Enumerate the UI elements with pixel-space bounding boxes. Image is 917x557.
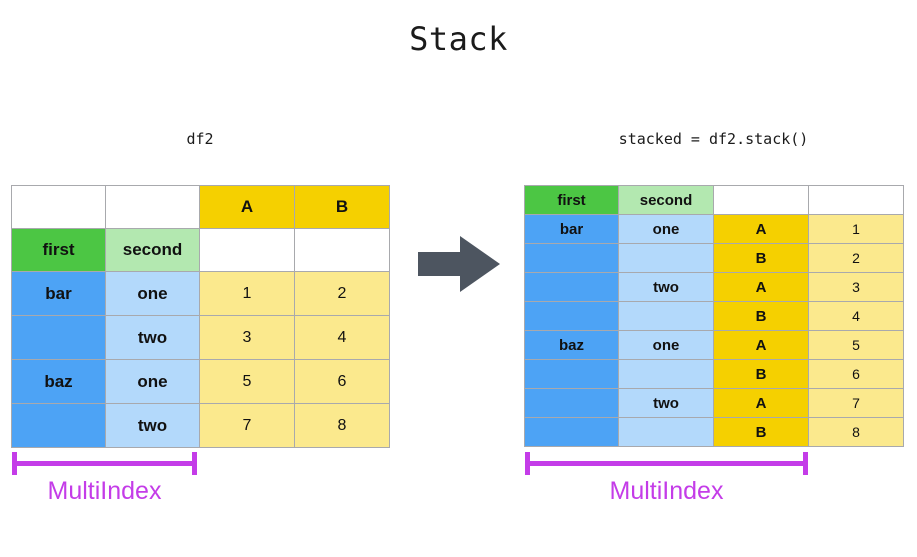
cell-first xyxy=(524,388,619,418)
table-row: B 4 xyxy=(524,301,904,331)
cell-corner-blank-2 xyxy=(105,185,200,229)
cell-second: one xyxy=(105,359,200,404)
cell-blank-1 xyxy=(713,185,809,215)
table-row: B 8 xyxy=(524,417,904,447)
bracket-cap-right xyxy=(192,452,197,475)
bracket-bar xyxy=(12,461,197,466)
cell-first: baz xyxy=(11,359,106,404)
cell-blank-2 xyxy=(808,185,904,215)
table-row: bar one 1 2 xyxy=(11,271,390,316)
table-row: bar one A 1 xyxy=(524,214,904,244)
cell-level: B xyxy=(713,359,809,389)
table-row: two A 7 xyxy=(524,388,904,418)
dataframe-stacked-table: first second bar one A 1 B 2 two A 3 B xyxy=(524,185,904,447)
cell-first xyxy=(11,403,106,448)
cell-value-b: 6 xyxy=(294,359,390,404)
cell-second: one xyxy=(618,214,714,244)
cell-value: 3 xyxy=(808,272,904,302)
cell-level: B xyxy=(713,301,809,331)
cell-value: 4 xyxy=(808,301,904,331)
cell-level: A xyxy=(713,272,809,302)
cell-column-header-a: A xyxy=(199,185,295,229)
cell-value: 1 xyxy=(808,214,904,244)
cell-value-b: 4 xyxy=(294,315,390,360)
cell-index-name-second: second xyxy=(618,185,714,215)
cell-first xyxy=(524,301,619,331)
page-title: Stack xyxy=(409,20,508,58)
cell-value: 7 xyxy=(808,388,904,418)
cell-second: one xyxy=(618,330,714,360)
cell-column-header-b: B xyxy=(294,185,390,229)
cell-value-a: 1 xyxy=(199,271,295,316)
cell-value-a: 7 xyxy=(199,403,295,448)
cell-blank-4 xyxy=(294,228,390,272)
cell-level: A xyxy=(713,214,809,244)
cell-value-a: 5 xyxy=(199,359,295,404)
cell-value: 6 xyxy=(808,359,904,389)
cell-first: bar xyxy=(11,271,106,316)
cell-second: two xyxy=(105,403,200,448)
arrow-right-icon xyxy=(418,236,500,292)
cell-corner-blank-1 xyxy=(11,185,106,229)
table-row: B 6 xyxy=(524,359,904,389)
cell-second xyxy=(618,417,714,447)
table-row: two 7 8 xyxy=(11,403,390,448)
cell-second: two xyxy=(618,388,714,418)
cell-first xyxy=(524,243,619,273)
cell-value-a: 3 xyxy=(199,315,295,360)
table-row: two 3 4 xyxy=(11,315,390,360)
cell-value: 5 xyxy=(808,330,904,360)
right-table-caption: stacked = df2.stack() xyxy=(618,130,809,148)
cell-second: two xyxy=(618,272,714,302)
cell-second xyxy=(618,359,714,389)
cell-level: B xyxy=(713,243,809,273)
cell-value-b: 2 xyxy=(294,271,390,316)
cell-first xyxy=(524,417,619,447)
cell-index-name-first: first xyxy=(11,228,106,272)
table-row: B 2 xyxy=(524,243,904,273)
multiindex-bracket-left xyxy=(12,452,197,475)
cell-level: A xyxy=(713,388,809,418)
cell-second xyxy=(618,243,714,273)
cell-first xyxy=(524,359,619,389)
multiindex-label-left: MultiIndex xyxy=(47,477,162,505)
bracket-bar xyxy=(525,461,808,466)
cell-value: 2 xyxy=(808,243,904,273)
left-table-caption: df2 xyxy=(186,130,214,148)
table-row: baz one A 5 xyxy=(524,330,904,360)
multiindex-label-right: MultiIndex xyxy=(609,477,724,505)
table-row-header: first second xyxy=(524,185,904,215)
cell-level: B xyxy=(713,417,809,447)
cell-blank-3 xyxy=(199,228,295,272)
cell-index-name-first: first xyxy=(524,185,619,215)
cell-first: bar xyxy=(524,214,619,244)
table-row: two A 3 xyxy=(524,272,904,302)
dataframe-df2-table: A B first second bar one 1 2 two 3 4 baz… xyxy=(11,185,390,448)
multiindex-bracket-right xyxy=(525,452,808,475)
cell-second: two xyxy=(105,315,200,360)
table-row-column-headers: A B xyxy=(11,185,390,229)
cell-value: 8 xyxy=(808,417,904,447)
cell-first xyxy=(11,315,106,360)
cell-second xyxy=(618,301,714,331)
cell-value-b: 8 xyxy=(294,403,390,448)
cell-level: A xyxy=(713,330,809,360)
bracket-cap-right xyxy=(803,452,808,475)
table-row-index-names: first second xyxy=(11,228,390,272)
cell-first: baz xyxy=(524,330,619,360)
table-row: baz one 5 6 xyxy=(11,359,390,404)
cell-second: one xyxy=(105,271,200,316)
cell-index-name-second: second xyxy=(105,228,200,272)
cell-first xyxy=(524,272,619,302)
